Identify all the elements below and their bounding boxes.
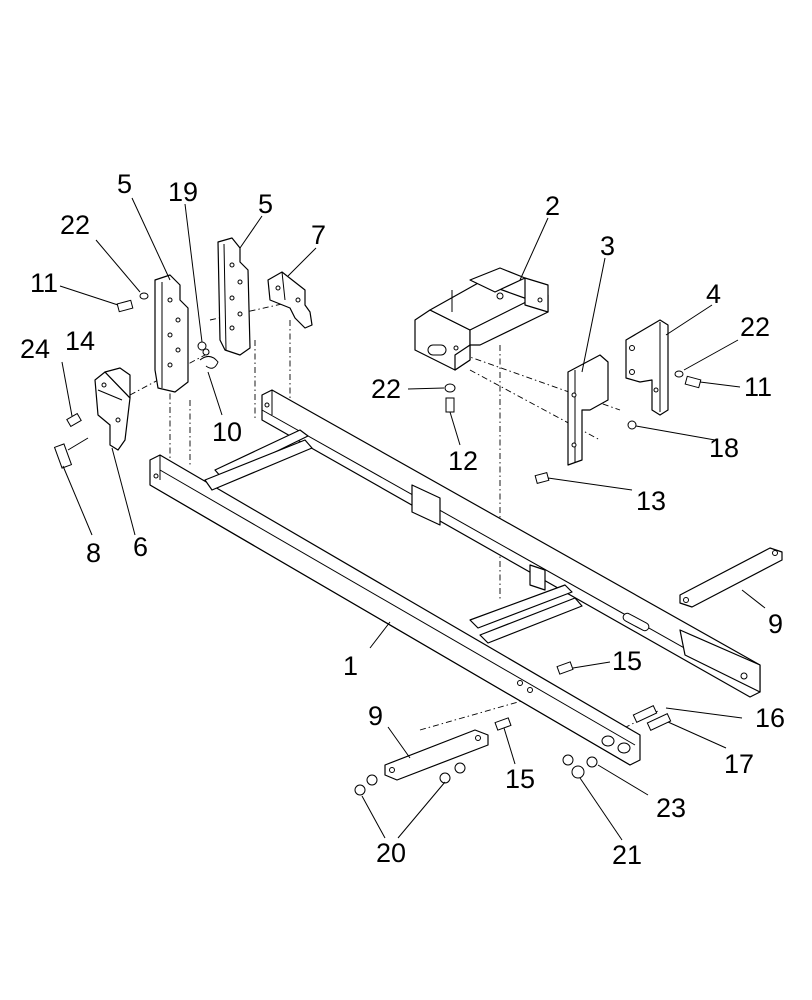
- callout-9-lower: 9: [368, 701, 383, 731]
- callout-22-left: 22: [60, 210, 90, 240]
- callout-16: 16: [755, 703, 785, 733]
- callout-11-left: 11: [30, 268, 58, 298]
- plate-3: [567, 354, 609, 466]
- main-frame: [149, 389, 761, 766]
- callout-11-right: 11: [744, 372, 772, 402]
- callout-20: 20: [376, 838, 406, 868]
- leader-lines: [59, 197, 766, 841]
- callout-23: 23: [656, 793, 686, 823]
- callout-9-upper: 9: [768, 609, 783, 639]
- callout-4: 4: [706, 279, 721, 309]
- callout-5-middle: 5: [258, 189, 273, 219]
- callout-labels: 1 2 3 4 5 5 6 7 8 9 9 10 11 11 12 13 14 …: [20, 169, 785, 870]
- strap-9-upper: [679, 547, 783, 608]
- bracket-assembly: [414, 267, 549, 371]
- callout-24: 24: [20, 334, 50, 364]
- callout-13: 13: [636, 486, 666, 516]
- callout-6: 6: [133, 532, 148, 562]
- callout-10: 10: [212, 417, 242, 447]
- callout-17: 17: [724, 749, 754, 779]
- callout-1: 1: [343, 651, 358, 681]
- callout-3: 3: [600, 231, 615, 261]
- callout-19: 19: [168, 177, 198, 207]
- callout-18: 18: [709, 433, 739, 463]
- callout-7: 7: [311, 220, 326, 250]
- callout-15-upper: 15: [612, 646, 642, 676]
- callout-2: 2: [545, 191, 560, 221]
- callout-14: 14: [65, 326, 95, 356]
- callout-15-lower: 15: [505, 764, 535, 794]
- bracket-4: [625, 319, 669, 416]
- plate-5-middle: [217, 237, 251, 356]
- plate-5-left: [154, 274, 189, 393]
- callout-22-middle: 22: [371, 374, 401, 404]
- callout-5-left: 5: [117, 169, 132, 199]
- strap-9-lower: [384, 729, 489, 781]
- callout-22-right: 22: [740, 312, 770, 342]
- hardware: [53, 292, 702, 796]
- callout-8: 8: [86, 538, 101, 568]
- callout-21: 21: [612, 840, 642, 870]
- callout-12: 12: [448, 446, 478, 476]
- bracket-7: [267, 271, 313, 329]
- angle-bracket-6: [94, 367, 131, 451]
